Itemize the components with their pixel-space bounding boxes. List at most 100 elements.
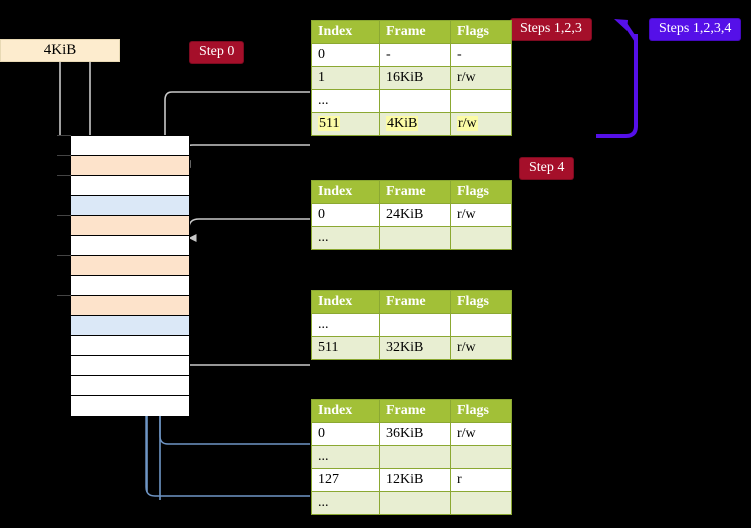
table-cell xyxy=(450,445,512,469)
badge-steps-1234: Steps 1,2,3,4 xyxy=(650,19,741,41)
frame-size-box: 4KiB xyxy=(0,39,120,62)
memory-frame-row xyxy=(71,256,189,276)
table-cell xyxy=(450,491,512,515)
memory-frame-row xyxy=(71,396,189,416)
highlighted-value: 4KiB xyxy=(386,116,419,131)
badge-step-4: Step 4 xyxy=(520,158,574,180)
table-cell: r/w xyxy=(450,203,512,227)
column-header: Frame xyxy=(379,20,451,44)
column-header: Index xyxy=(311,290,380,314)
table-cell: ... xyxy=(311,89,380,113)
memory-frame-row xyxy=(71,216,189,236)
table-cell xyxy=(450,89,512,113)
table-cell: - xyxy=(379,43,451,67)
memory-frame-row xyxy=(71,196,189,216)
column-header: Index xyxy=(311,399,380,423)
table-cell: ... xyxy=(311,313,380,337)
badge-steps-123: Steps 1,2,3 xyxy=(511,19,591,41)
table-cell xyxy=(379,89,451,113)
table-row: ... xyxy=(311,445,512,469)
highlighted-value: r/w xyxy=(457,116,478,131)
column-header: Flags xyxy=(450,180,512,204)
table-row: ... xyxy=(311,89,512,113)
column-header: Flags xyxy=(450,290,512,314)
table-cell: r/w xyxy=(450,336,512,360)
table-cell xyxy=(450,226,512,250)
highlighted-value: 511 xyxy=(318,116,341,131)
table-cell: r xyxy=(450,468,512,492)
memory-frame-row xyxy=(71,136,189,156)
memory-frame-row xyxy=(71,176,189,196)
column-header: Flags xyxy=(450,399,512,423)
table-cell: r/w xyxy=(450,422,512,446)
wire-table0-row511-to-memory xyxy=(182,144,310,168)
column-header: Index xyxy=(311,180,380,204)
table-cell xyxy=(379,491,451,515)
table-cell xyxy=(379,313,451,337)
badge-step-4-label: Step 4 xyxy=(529,160,565,175)
memory-frame-row xyxy=(71,336,189,356)
memory-frame-row xyxy=(71,376,189,396)
column-header: Flags xyxy=(450,20,512,44)
table-row: ... xyxy=(311,313,512,337)
memory-tick xyxy=(57,135,71,136)
memory-frame-row xyxy=(71,316,189,336)
frame-size-label: 4KiB xyxy=(43,42,77,58)
table-cell: 12KiB xyxy=(379,468,451,492)
physical-memory-column xyxy=(70,135,190,416)
badge-steps-123-label: Steps 1,2,3 xyxy=(520,21,582,36)
table-row: ... xyxy=(311,491,512,515)
wire-table2-row511-to-memory xyxy=(172,308,310,366)
table-cell: ... xyxy=(311,445,380,469)
memory-tick xyxy=(57,255,71,256)
memory-tick xyxy=(57,155,71,156)
column-header: Frame xyxy=(379,290,451,314)
wire-table3-row127-to-memory xyxy=(145,415,310,497)
table-cell: 4KiB xyxy=(379,112,451,136)
table-cell xyxy=(379,226,451,250)
memory-tick xyxy=(57,215,71,216)
memory-frame-row xyxy=(71,276,189,296)
memory-frame-row xyxy=(71,156,189,176)
table-cell: r/w xyxy=(450,112,512,136)
table-row: ... xyxy=(311,226,512,250)
column-header: Index xyxy=(311,20,380,44)
badge-step-0-label: Step 0 xyxy=(199,44,235,59)
wire-table3-row0-to-memory xyxy=(159,415,310,445)
table-cell: ... xyxy=(311,226,380,250)
table-cell xyxy=(450,313,512,337)
memory-tick xyxy=(57,295,71,296)
column-header: Frame xyxy=(379,399,451,423)
table-cell: 511 xyxy=(311,112,380,136)
wire-4kib-to-memory xyxy=(59,62,98,144)
badge-steps-1234-label: Steps 1,2,3,4 xyxy=(659,21,732,36)
table-cell: 1 xyxy=(311,66,380,90)
memory-tick xyxy=(57,175,71,176)
table-cell: r/w xyxy=(450,66,512,90)
column-header: Frame xyxy=(379,180,451,204)
memory-frame-row xyxy=(71,356,189,376)
table-cell: 0 xyxy=(311,422,380,446)
table-cell xyxy=(379,445,451,469)
table-cell: 24KiB xyxy=(379,203,451,227)
table-cell: 36KiB xyxy=(379,422,451,446)
table-cell: ... xyxy=(311,491,380,515)
table-row: 511 4KiB r/w xyxy=(311,112,512,136)
table-row: 0-- xyxy=(311,43,512,67)
table-cell: - xyxy=(450,43,512,67)
table-cell: 0 xyxy=(311,203,380,227)
